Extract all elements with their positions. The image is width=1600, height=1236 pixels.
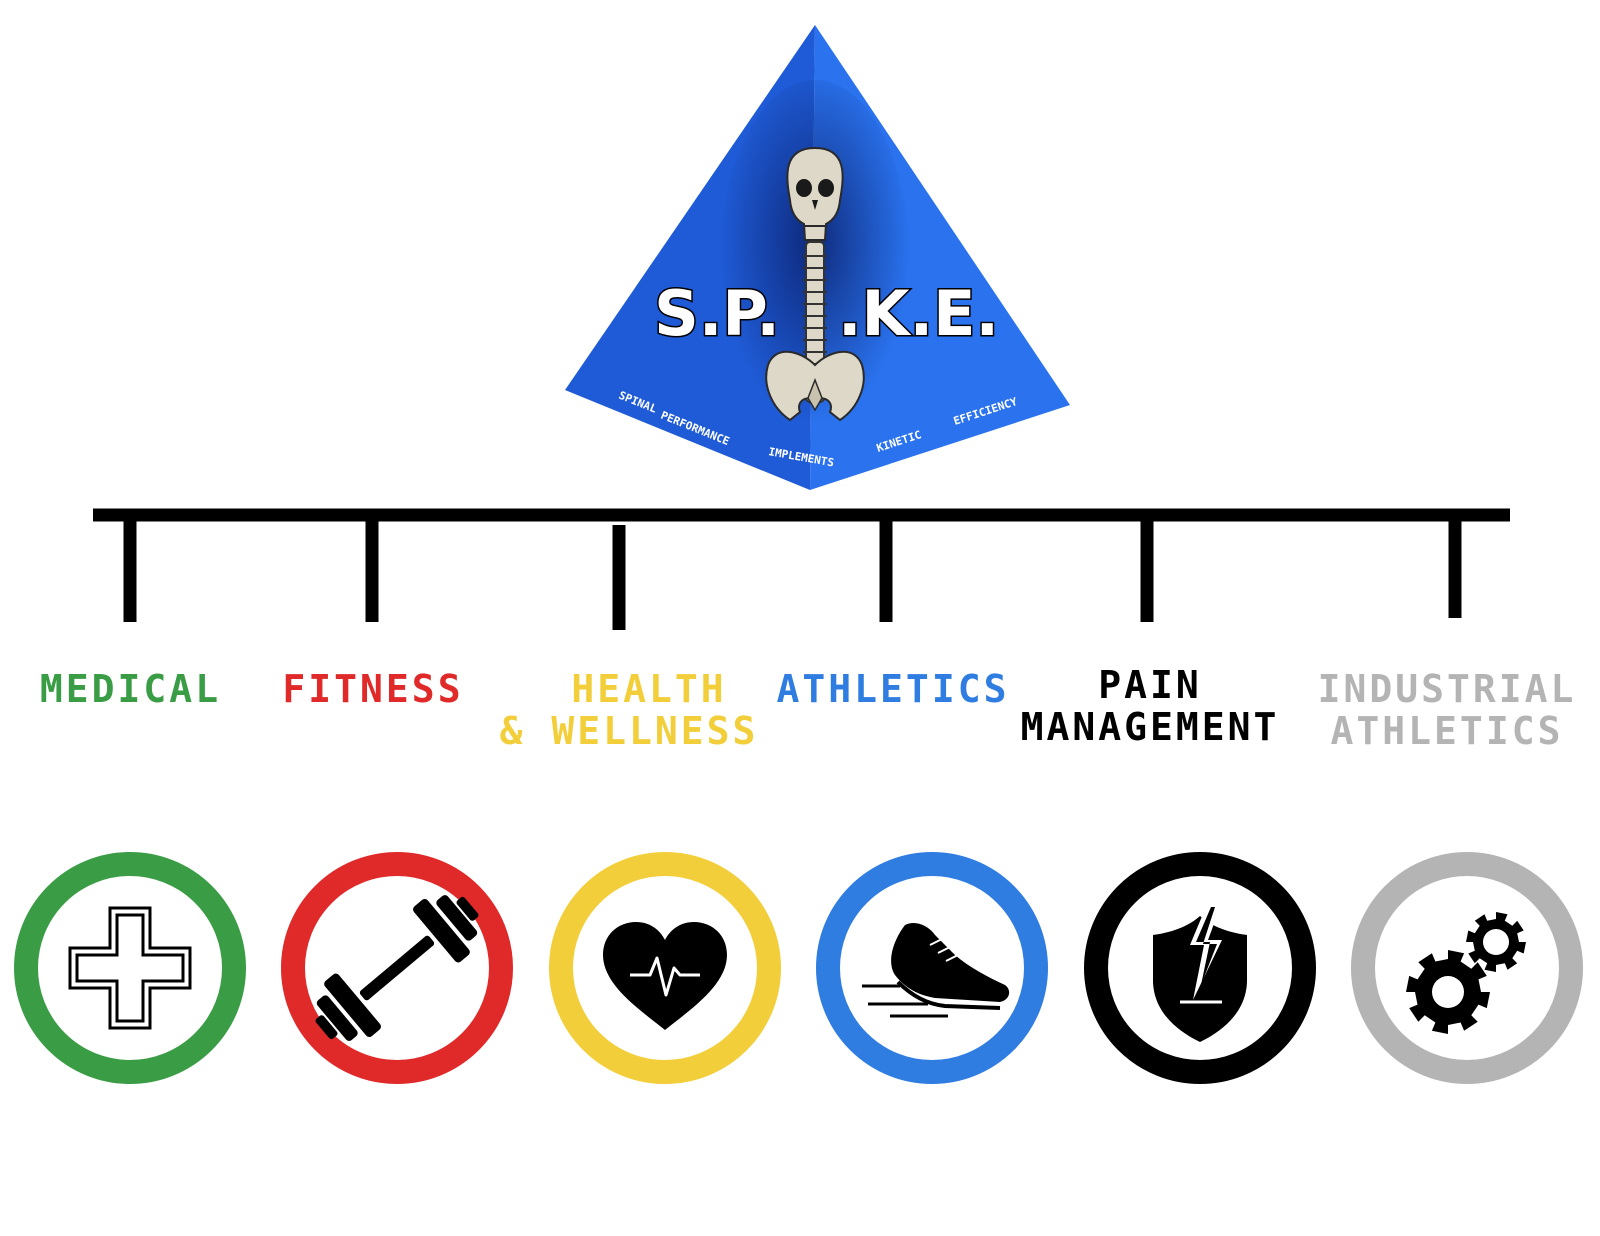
label-fitness-line1: FITNESS: [282, 667, 464, 711]
label-pain-line1: PAIN: [1098, 663, 1202, 707]
medical-circle: [14, 852, 246, 1084]
medical-cross-icon: [68, 906, 192, 1030]
label-medical-line1: MEDICAL: [39, 667, 222, 711]
logo-title-left: S.P.: [654, 277, 780, 350]
heart-pulse-icon: [603, 922, 727, 1030]
label-medical: MEDICAL: [28, 668, 233, 710]
label-pain-line2: MANAGEMENT: [1020, 705, 1280, 749]
spike-logo: S.P. .K.E. SPINAL PERFORMANCE IMPLEMENTS…: [565, 25, 1070, 490]
label-industrial: INDUSTRIAL ATHLETICS: [1306, 668, 1588, 752]
label-health-line1: HEALTH: [571, 667, 727, 711]
label-pain: PAIN MANAGEMENT: [1000, 664, 1300, 748]
running-shoe-icon: [862, 923, 1010, 1018]
label-athletics: ATHLETICS: [758, 668, 1028, 710]
tree-connectors: [93, 508, 1510, 630]
label-health: HEALTH & WELLNESS: [484, 668, 774, 752]
gears-icon: [1406, 912, 1526, 1034]
category-circles: [14, 852, 1583, 1084]
label-fitness: FITNESS: [268, 668, 478, 710]
shield-lightning-icon: [1153, 902, 1247, 1042]
label-athletics-line1: ATHLETICS: [776, 667, 1010, 711]
skeleton-spine-icon: [765, 146, 865, 422]
label-industrial-line2: ATHLETICS: [1330, 709, 1564, 753]
gear-hole: [1432, 976, 1464, 1008]
logo-title-right: .K.E.: [838, 277, 999, 350]
gear-hole: [1483, 929, 1509, 955]
label-health-line2: & WELLNESS: [499, 709, 759, 753]
label-industrial-line1: INDUSTRIAL: [1317, 667, 1577, 711]
dumbbell-icon: [315, 895, 479, 1041]
